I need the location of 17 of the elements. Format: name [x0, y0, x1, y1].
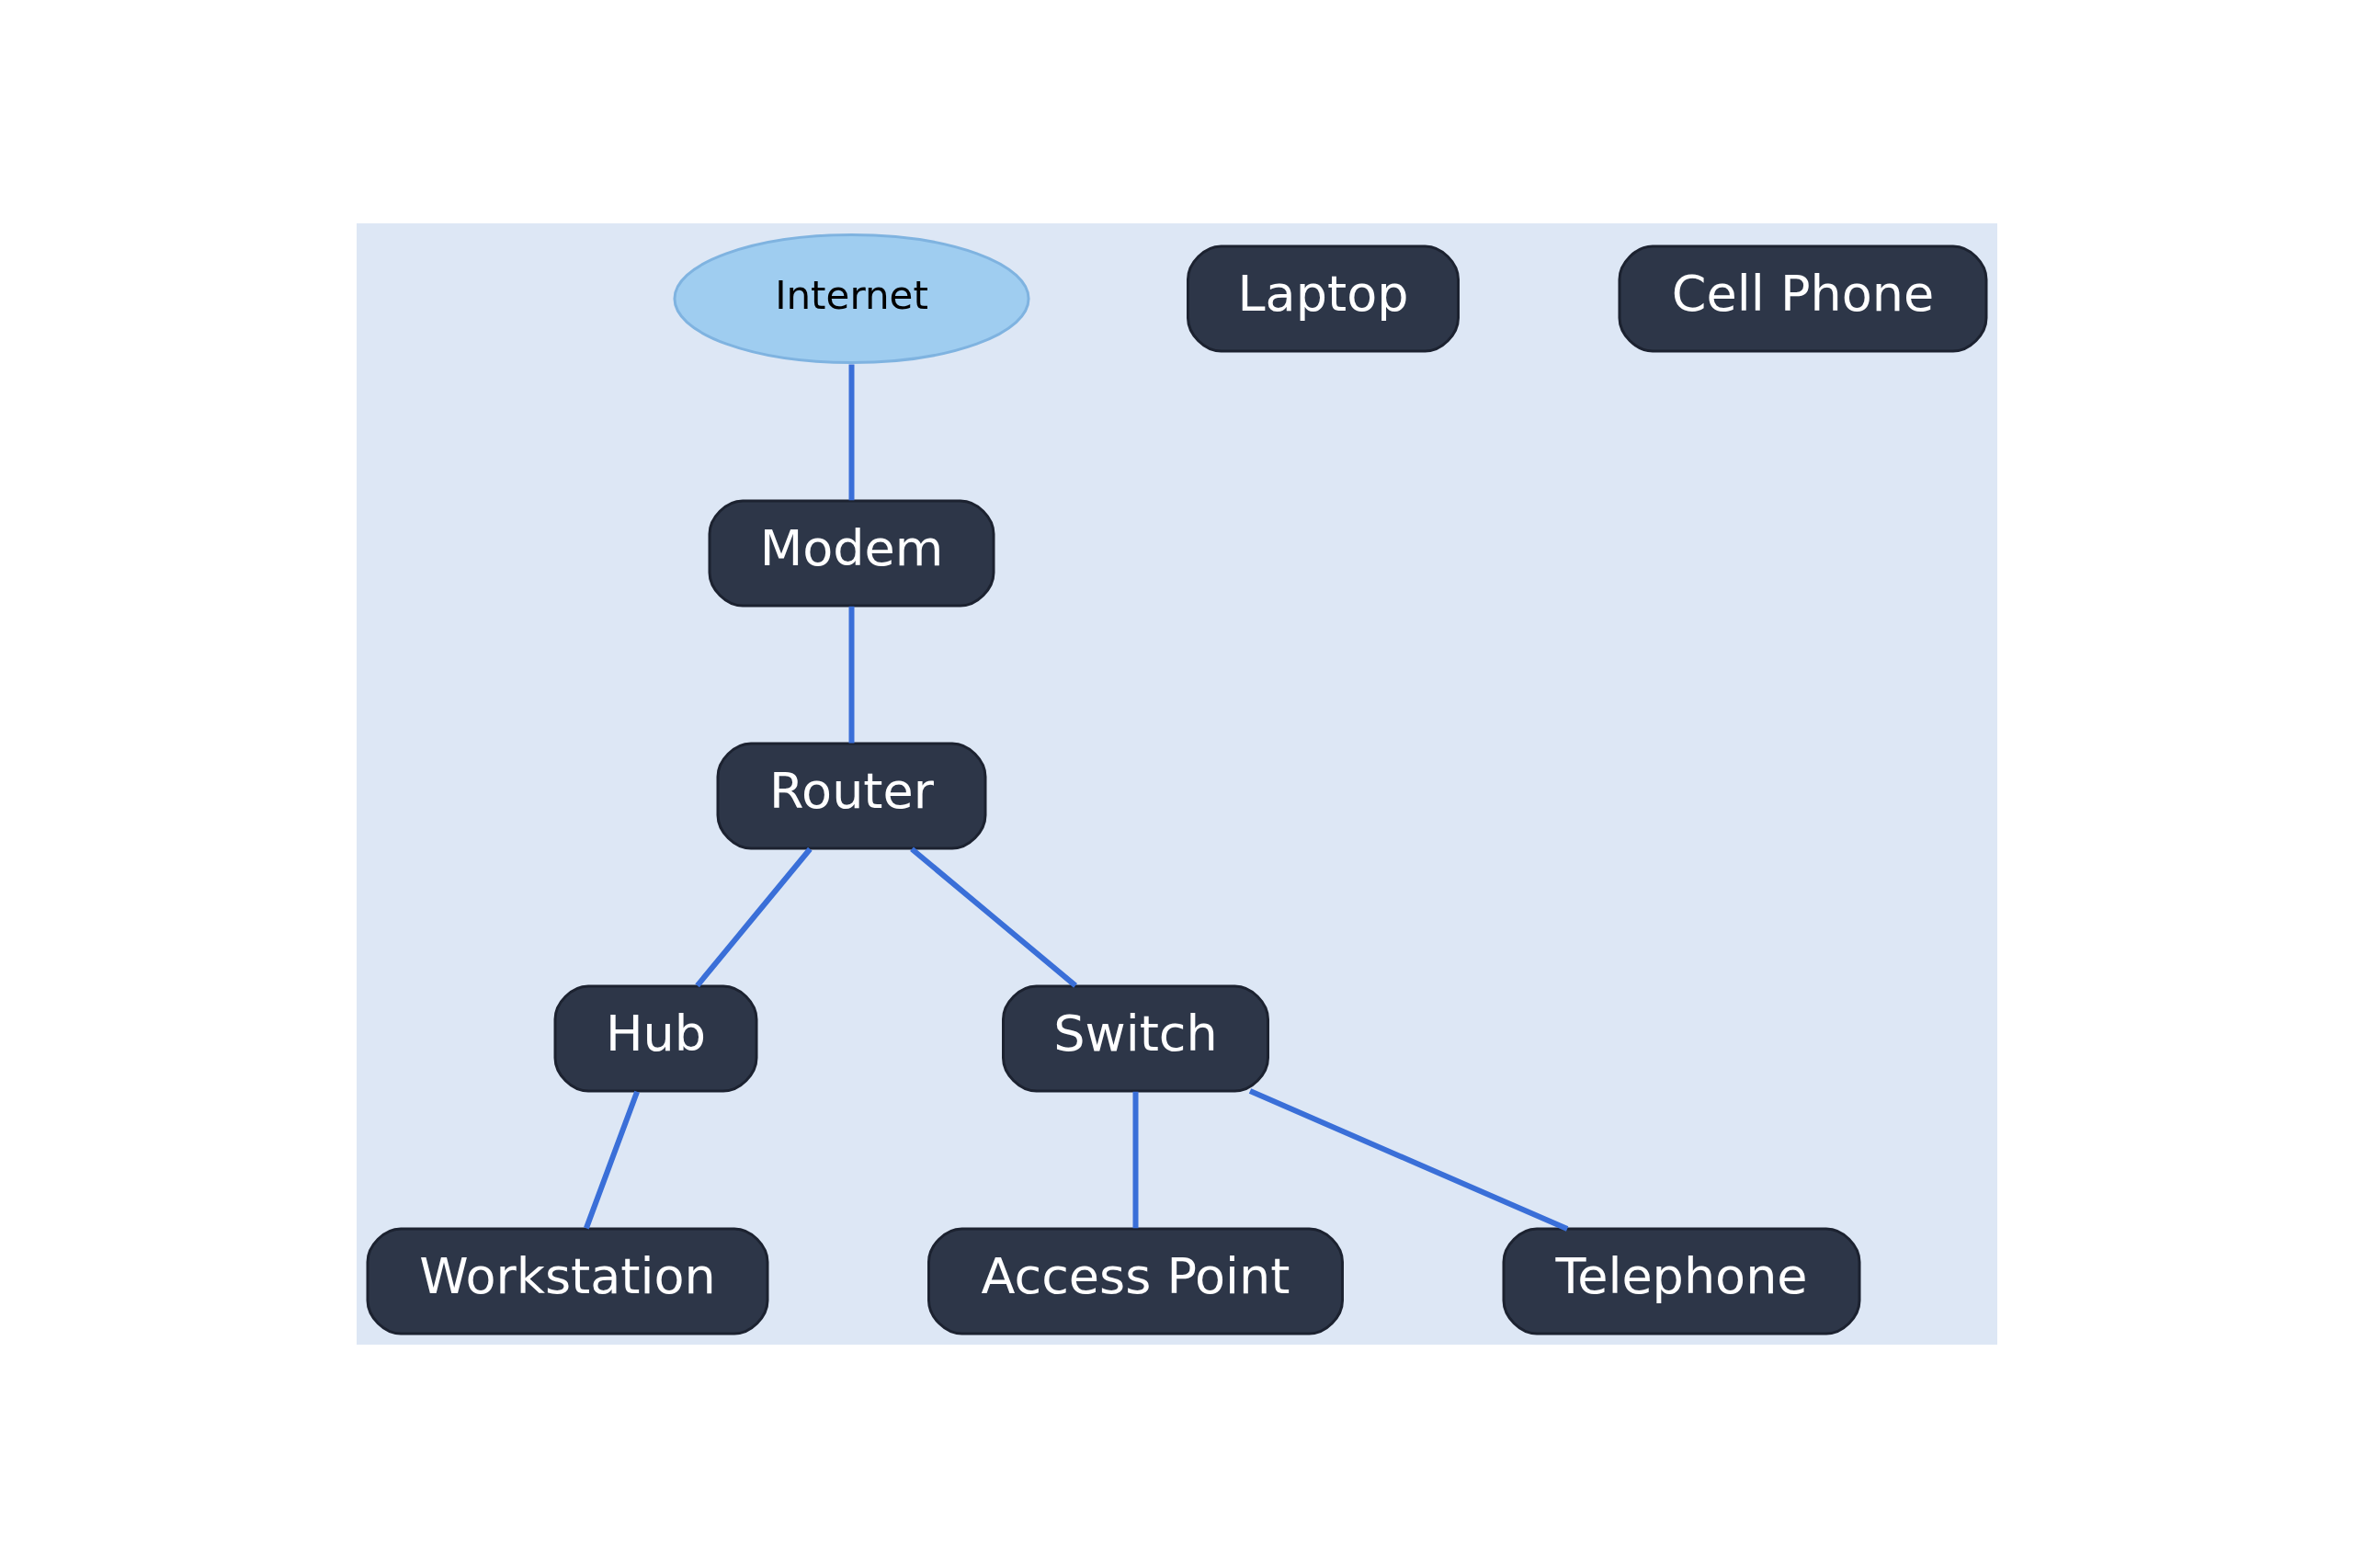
node-ellipse: Internet [672, 233, 1030, 365]
node-box: Laptop [1186, 244, 1460, 353]
node-box: Cell Phone [1618, 244, 1987, 353]
node-box: Workstation [366, 1227, 768, 1335]
node-box: Hub [553, 984, 757, 1093]
node-box: Access Point [926, 1227, 1344, 1335]
connector [583, 1090, 640, 1230]
connector [848, 606, 854, 744]
connector [1248, 1088, 1568, 1232]
connector [848, 364, 854, 501]
connector [909, 846, 1077, 988]
node-box: Switch [1001, 984, 1269, 1093]
node-box: Modem [708, 499, 995, 608]
node-box: Router [716, 742, 986, 850]
connector [1132, 1091, 1138, 1229]
connector [694, 846, 813, 988]
node-box: Telephone [1502, 1227, 1860, 1335]
